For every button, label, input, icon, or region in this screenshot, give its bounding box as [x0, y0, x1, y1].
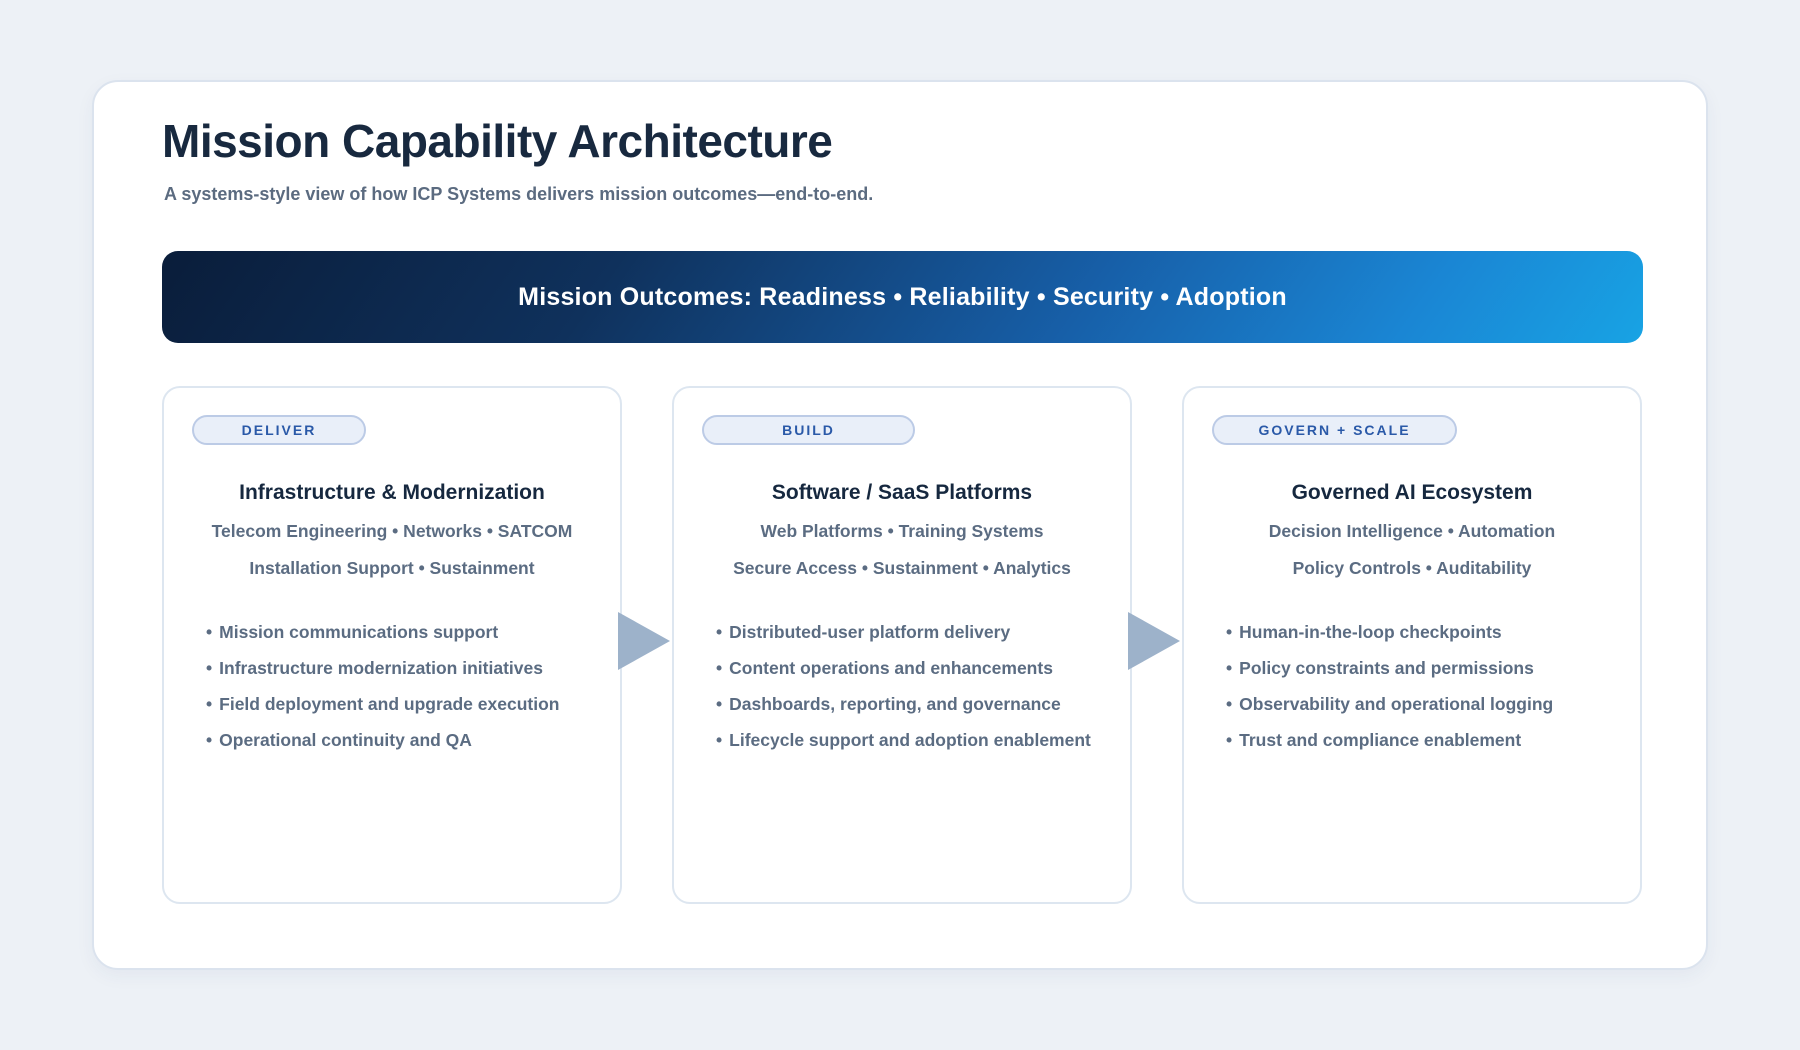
list-item-text: Distributed-user platform delivery — [729, 622, 1011, 642]
list-item: • Operational continuity and QA — [206, 729, 590, 751]
card-tagline: Telecom Engineering • Networks • SATCOM — [211, 521, 573, 541]
main-panel: Mission Capability Architecture A system… — [92, 80, 1708, 970]
list-item: • Dashboards, reporting, and governance — [716, 693, 1100, 715]
card-title: Infrastructure & Modernization — [239, 481, 545, 504]
bullet-icon: • — [716, 622, 723, 642]
list-item: • Field deployment and upgrade execution — [206, 693, 590, 715]
list-item: • Infrastructure modernization initiative… — [206, 657, 590, 679]
list-item: • Human-in-the-loop checkpoints — [1226, 621, 1610, 643]
list-item: • Lifecycle support and adoption enableme… — [716, 729, 1100, 751]
list-item-text: Field deployment and upgrade execution — [219, 694, 560, 714]
list-item-text: Dashboards, reporting, and governance — [729, 694, 1061, 714]
bullet-icon: • — [716, 658, 723, 678]
bullet-icon: • — [206, 622, 213, 642]
card-infrastructure-modernization: DELIVER Infrastructure & Modernization T… — [162, 386, 622, 904]
bullet-icon: • — [206, 694, 213, 714]
bullet-icon: • — [716, 694, 723, 714]
card-tagline: Web Platforms • Training Systems — [760, 521, 1044, 541]
list-item: • Content operations and enhancements — [716, 657, 1100, 679]
bullet-icon: • — [1226, 658, 1233, 678]
list-item-text: Policy constraints and permissions — [1239, 658, 1534, 678]
stage-badge-govern-scale: GOVERN + SCALE — [1212, 415, 1457, 445]
card-tagline: Decision Intelligence • Automation — [1268, 521, 1556, 541]
bullet-icon: • — [206, 658, 213, 678]
page-title: Mission Capability Architecture — [162, 115, 833, 167]
list-item: • Distributed-user platform delivery — [716, 621, 1100, 643]
list-item: • Policy constraints and permissions — [1226, 657, 1610, 679]
list-item-text: Human-in-the-loop checkpoints — [1239, 622, 1502, 642]
mission-outcomes-banner: Mission Outcomes: Readiness • Reliabilit… — [162, 251, 1643, 343]
card-bullet-list: • Mission communications support • Infrast… — [194, 621, 590, 751]
card-bullet-list: • Human-in-the-loop checkpoints • Policy c… — [1214, 621, 1610, 751]
card-title: Governed AI Ecosystem — [1291, 481, 1533, 504]
card-governed-ai-ecosystem: GOVERN + SCALE Governed AI Ecosystem Dec… — [1182, 386, 1642, 904]
stage-badge-build: BUILD — [702, 415, 915, 445]
list-item-text: Operational continuity and QA — [219, 730, 472, 750]
bullet-icon: • — [1226, 694, 1233, 714]
capability-columns: DELIVER Infrastructure & Modernization T… — [162, 386, 1643, 904]
list-item-text: Observability and operational logging — [1239, 694, 1554, 714]
card-bullet-list: • Distributed-user platform delivery • Con… — [704, 621, 1100, 751]
list-item-text: Content operations and enhancements — [729, 658, 1053, 678]
bullet-icon: • — [206, 730, 213, 750]
bullet-icon: • — [1226, 730, 1233, 750]
card-title: Software / SaaS Platforms — [771, 481, 1033, 504]
card-tagline: Secure Access • Sustainment • Analytics — [733, 558, 1071, 578]
bullet-icon: • — [716, 730, 723, 750]
flow-arrow-right-icon — [618, 612, 670, 670]
flow-arrow-right-icon — [1128, 612, 1180, 670]
stage-badge-deliver: DELIVER — [192, 415, 366, 445]
card-software-saas-platforms: BUILD Software / SaaS Platforms Web Plat… — [672, 386, 1132, 904]
list-item-text: Mission communications support — [219, 622, 499, 642]
list-item-text: Infrastructure modernization initiatives — [219, 658, 543, 678]
card-tagline: Policy Controls • Auditability — [1292, 558, 1532, 578]
list-item: • Observability and operational logging — [1226, 693, 1610, 715]
bullet-icon: • — [1226, 622, 1233, 642]
list-item-text: Trust and compliance enablement — [1239, 730, 1522, 750]
mission-outcomes-banner-text: Mission Outcomes: Readiness • Reliabilit… — [518, 282, 1287, 311]
list-item: • Mission communications support — [206, 621, 590, 643]
page-subtitle: A systems-style view of how ICP Systems … — [164, 184, 874, 204]
list-item: • Trust and compliance enablement — [1226, 729, 1610, 751]
list-item-text: Lifecycle support and adoption enablemen… — [729, 730, 1091, 750]
card-tagline: Installation Support • Sustainment — [249, 558, 535, 578]
